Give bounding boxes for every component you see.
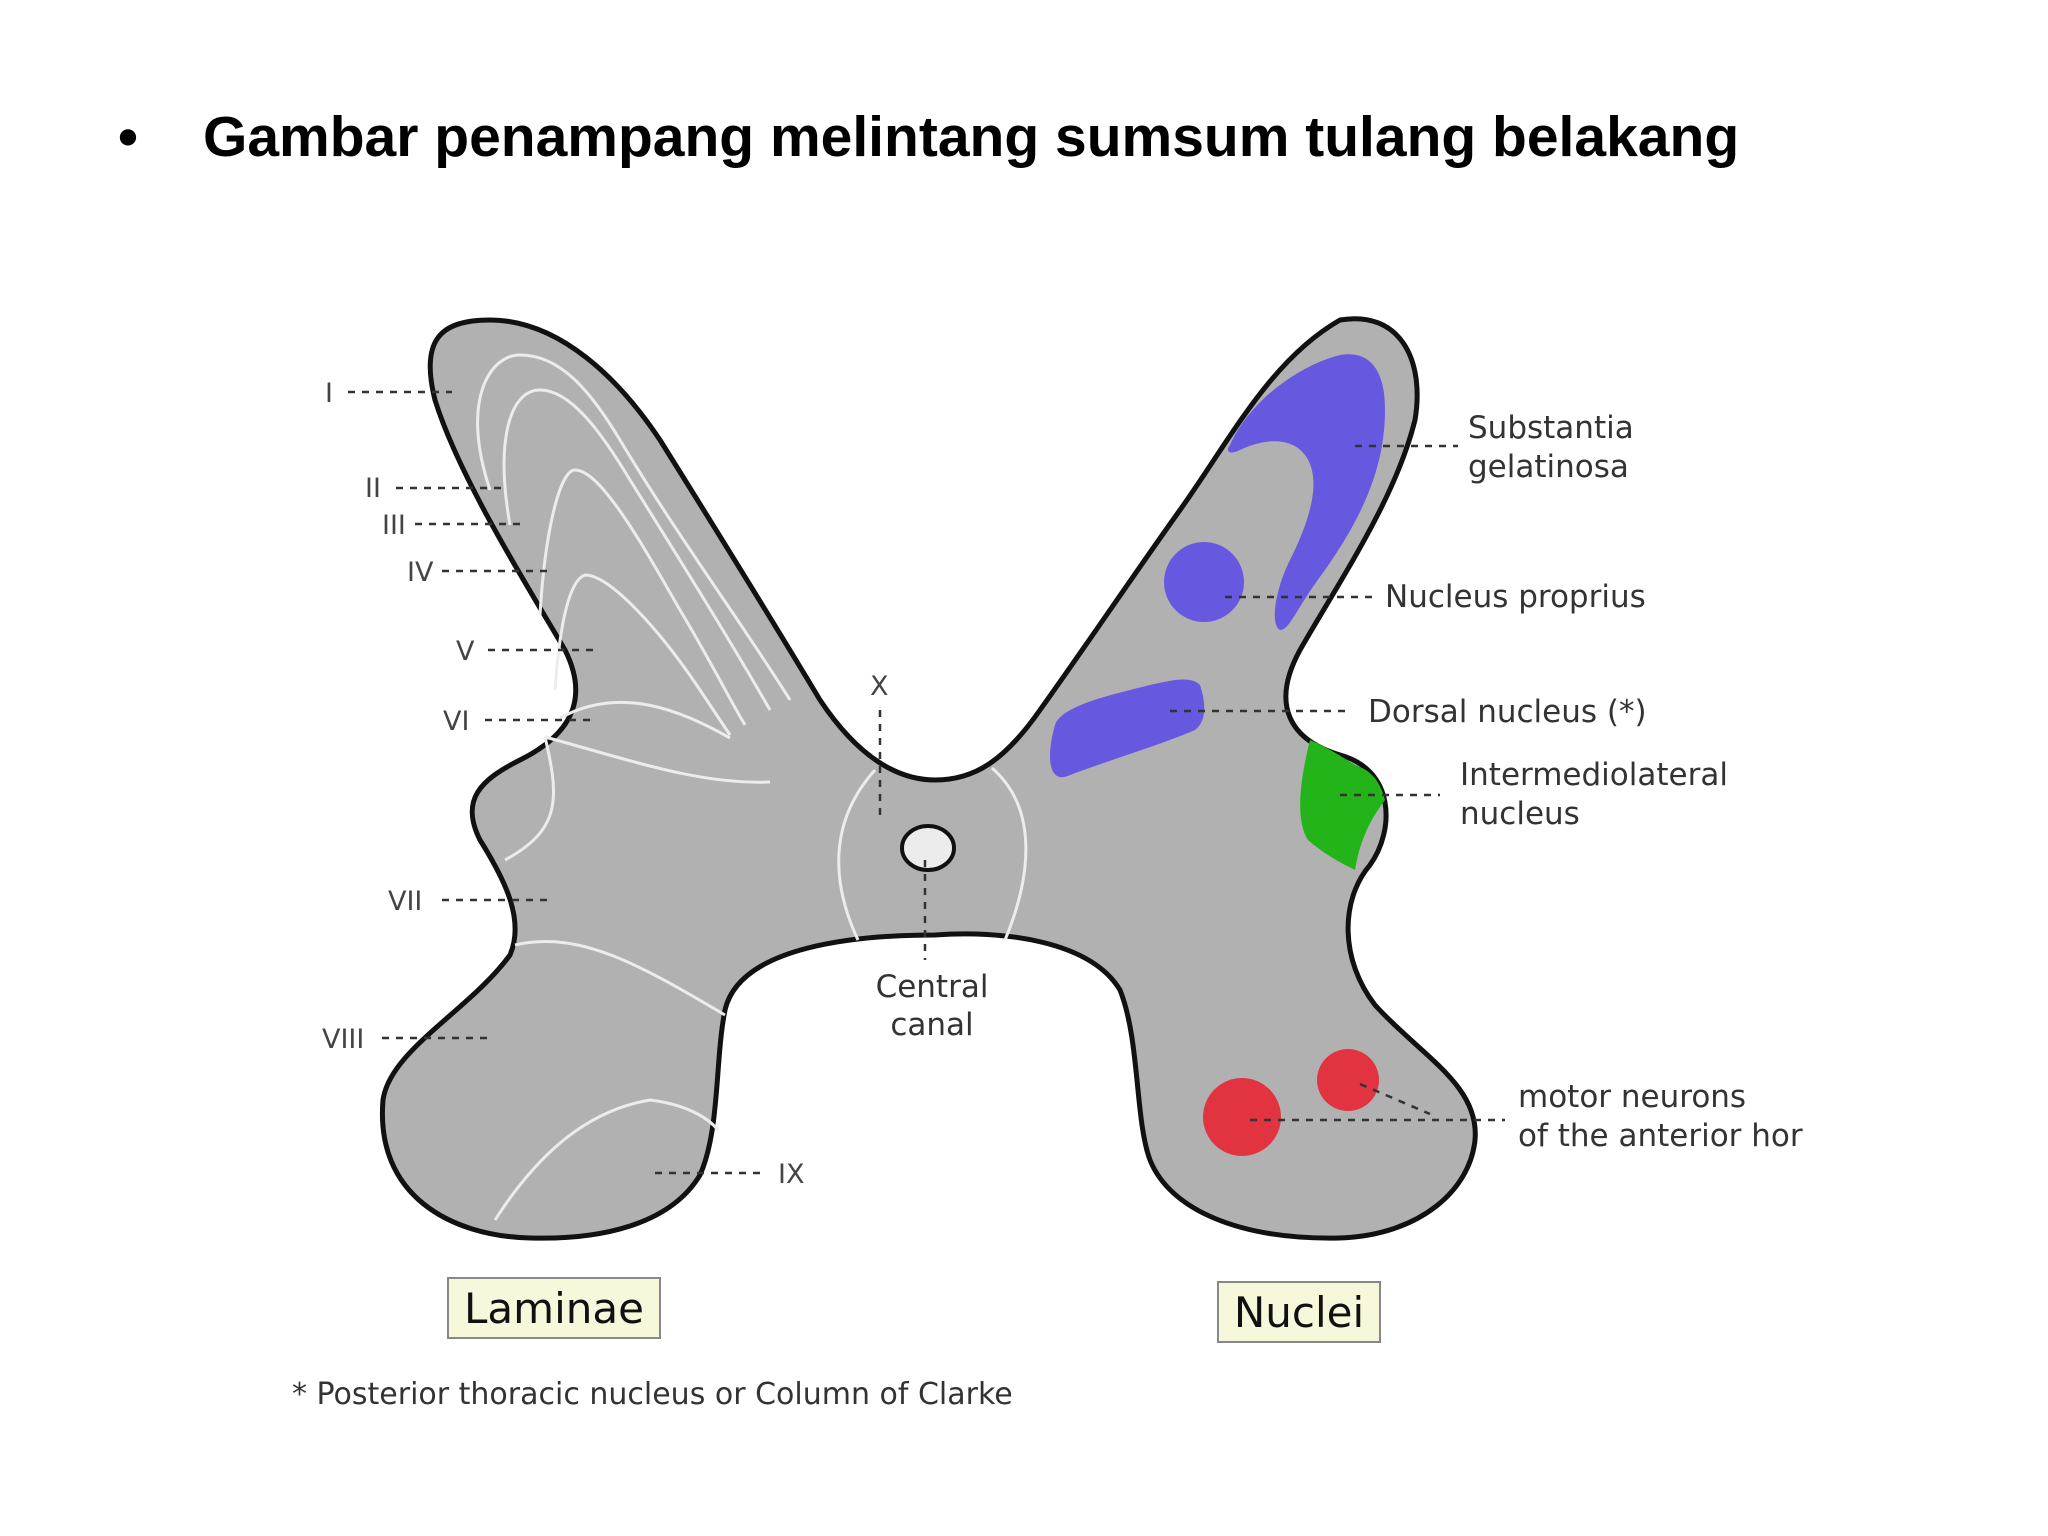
lamina-label-iii: III bbox=[382, 510, 406, 541]
central-canal-label-line2: canal bbox=[890, 1007, 973, 1043]
nucleus-proprius-label: Nucleus proprius bbox=[1385, 579, 1646, 615]
lamina-line bbox=[553, 573, 732, 736]
dorsal-nucleus-shape bbox=[1050, 679, 1205, 778]
intermediolateral-shape bbox=[1300, 740, 1385, 870]
intermediolateral-label-line2: nucleus bbox=[1460, 796, 1580, 832]
central-canal-label: Central canal bbox=[876, 969, 989, 1043]
lamina-line bbox=[991, 766, 1028, 941]
lamina-line bbox=[502, 388, 772, 711]
motor-neuron-small bbox=[1317, 1049, 1379, 1111]
nuclei-box-label: Nuclei bbox=[1234, 1288, 1364, 1337]
lamina-label-viii: VIII bbox=[322, 1024, 364, 1055]
intermediolateral-label-line1: Intermediolateral bbox=[1460, 757, 1728, 793]
lamina-line bbox=[559, 700, 731, 740]
lamina-label-x: X bbox=[870, 671, 889, 702]
laminae-box-frame bbox=[447, 1277, 661, 1339]
lamina-label-vii: VII bbox=[388, 886, 422, 917]
substantia-gelatinosa-shape bbox=[1228, 354, 1385, 630]
slide-title-text: Gambar penampang melintang sumsum tulang… bbox=[203, 105, 1740, 169]
lamina-label-vi: VI bbox=[443, 706, 469, 737]
nuclei-group bbox=[1050, 354, 1385, 1156]
lamina-label-i: I bbox=[325, 378, 333, 409]
slide-title: • Gambar penampang melintang sumsum tulan… bbox=[118, 104, 1739, 170]
footnote: * Posterior thoracic nucleus or Column o… bbox=[292, 1377, 1013, 1412]
dorsal-nucleus-label: Dorsal nucleus (*) bbox=[1368, 694, 1647, 730]
central-canal-label-line1: Central bbox=[876, 969, 989, 1005]
nuclei-leaders bbox=[1170, 444, 1505, 1122]
lamina-labels: I II III IV V VI VII VIII IX X bbox=[322, 378, 889, 1190]
laminae-box: Laminae bbox=[447, 1277, 661, 1339]
lamina-label-ii: II bbox=[365, 473, 381, 504]
lamina-line bbox=[504, 736, 555, 862]
nuclei-box-frame bbox=[1217, 1281, 1381, 1343]
motor-neurons-label-line2: of the anterior hor bbox=[1518, 1118, 1803, 1154]
lamina-line bbox=[544, 735, 771, 784]
nucleus-proprius-shape bbox=[1164, 542, 1244, 622]
lamina-line bbox=[476, 353, 792, 701]
bullet-icon: • bbox=[118, 105, 138, 169]
lamina-label-v: V bbox=[456, 636, 475, 667]
nuclei-labels: Substantia gelatinosa Nucleus proprius D… bbox=[1368, 410, 1803, 1154]
lamina-line bbox=[493, 1098, 720, 1221]
substantia-gelatinosa-label-line2: gelatinosa bbox=[1468, 449, 1629, 485]
lamina-boundaries bbox=[476, 353, 1028, 1221]
central-canal bbox=[900, 824, 956, 872]
lamina-label-iv: IV bbox=[407, 557, 434, 588]
lamina-leaders bbox=[348, 390, 927, 1175]
laminae-box-label: Laminae bbox=[464, 1284, 644, 1333]
lamina-label-ix: IX bbox=[778, 1159, 804, 1190]
nuclei-box: Nuclei bbox=[1217, 1281, 1381, 1343]
motor-neurons-label-line1: motor neurons bbox=[1518, 1079, 1746, 1115]
substantia-gelatinosa-label-line1: Substantia bbox=[1468, 410, 1634, 446]
lamina-line bbox=[538, 468, 747, 726]
lamina-line bbox=[837, 768, 877, 941]
motor-neuron-large bbox=[1203, 1078, 1281, 1156]
lamina-line bbox=[514, 940, 726, 1017]
